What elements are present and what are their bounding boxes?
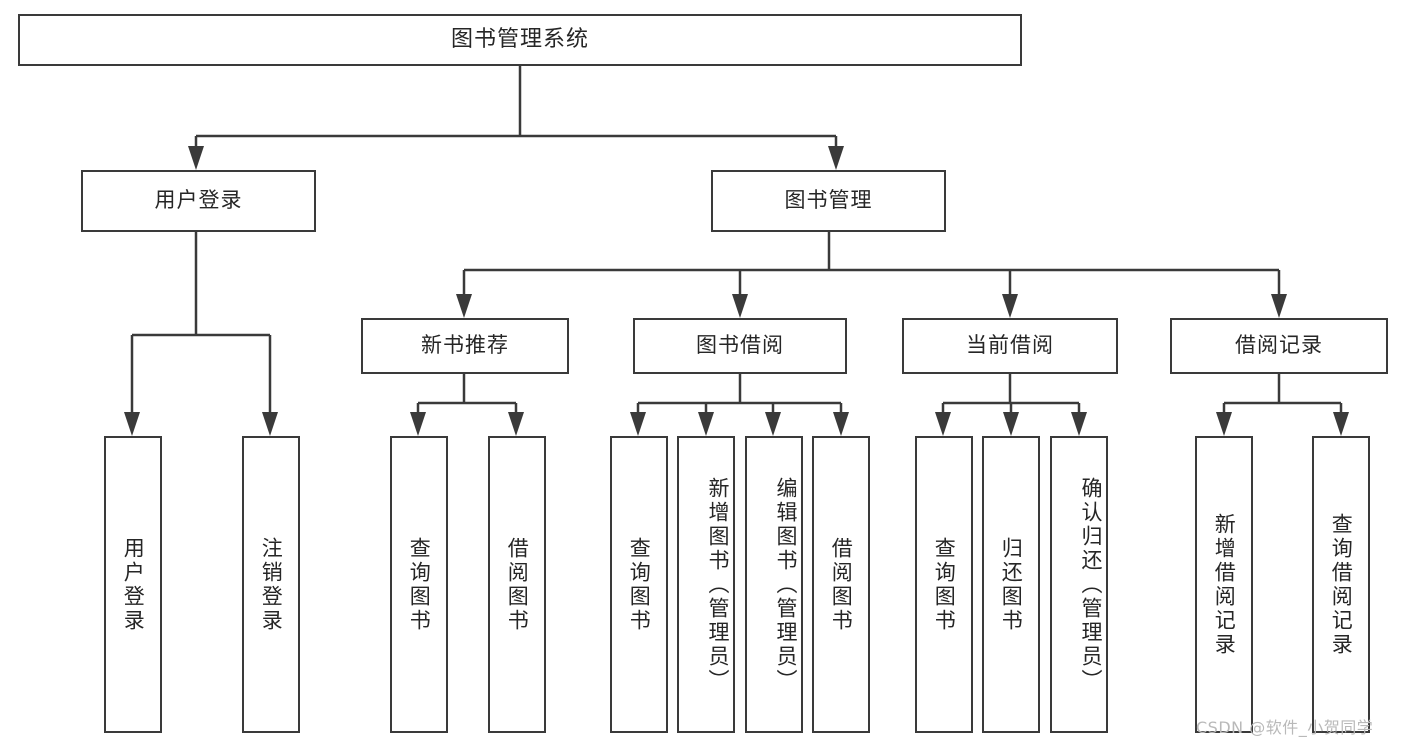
node-label: 图书借阅 [696,333,784,358]
node-label: 借阅图书 [505,536,530,633]
leaf-edit-book-admin[interactable]: 编辑图书（管理员） [745,436,803,733]
node-label: 借阅记录 [1235,333,1323,358]
watermark-text: CSDN @软件_小贺同学 [1196,718,1374,737]
node-label: 图书管理 [784,188,873,213]
node-label: 查询图书 [932,536,957,633]
node-label: 查询借阅记录 [1329,512,1354,657]
node-label: 当前借阅 [966,333,1054,358]
node-label: 查询图书 [407,536,432,633]
node-label: 借阅图书 [829,536,854,633]
leaf-query-book-borrow[interactable]: 查询图书 [610,436,668,733]
leaf-query-book-current[interactable]: 查询图书 [915,436,973,733]
node-label: 新书推荐 [421,333,509,358]
leaf-query-book-recommend[interactable]: 查询图书 [390,436,448,733]
node-label: 归还图书 [999,536,1024,633]
node-label: 确认归还（管理员） [1079,476,1103,693]
node-label: 编辑图书（管理员） [774,476,798,693]
node-label: 新增图书（管理员） [706,476,730,693]
node-borrow-record[interactable]: 借阅记录 [1170,318,1388,374]
node-root-book-management-system[interactable]: 图书管理系统 [18,14,1022,66]
node-label: 用户登录 [121,536,146,633]
leaf-add-book-admin[interactable]: 新增图书（管理员） [677,436,735,733]
leaf-borrow-book[interactable]: 借阅图书 [812,436,870,733]
leaf-add-borrow-record[interactable]: 新增借阅记录 [1195,436,1253,733]
leaf-borrow-book-recommend[interactable]: 借阅图书 [488,436,546,733]
leaf-user-logout[interactable]: 注销登录 [242,436,300,733]
leaf-return-book[interactable]: 归还图书 [982,436,1040,733]
node-label: 注销登录 [259,536,284,633]
node-book-borrow[interactable]: 图书借阅 [633,318,847,374]
node-book-management[interactable]: 图书管理 [711,170,946,232]
node-label: 查询图书 [627,536,652,633]
leaf-query-borrow-record[interactable]: 查询借阅记录 [1312,436,1370,733]
node-label: 新增借阅记录 [1212,512,1237,657]
leaf-user-login[interactable]: 用户登录 [104,436,162,733]
node-new-book-recommend[interactable]: 新书推荐 [361,318,569,374]
node-label: 用户登录 [154,188,243,213]
leaf-confirm-return-admin[interactable]: 确认归还（管理员） [1050,436,1108,733]
node-current-borrow[interactable]: 当前借阅 [902,318,1118,374]
node-user-login[interactable]: 用户登录 [81,170,316,232]
node-label: 图书管理系统 [450,26,589,52]
